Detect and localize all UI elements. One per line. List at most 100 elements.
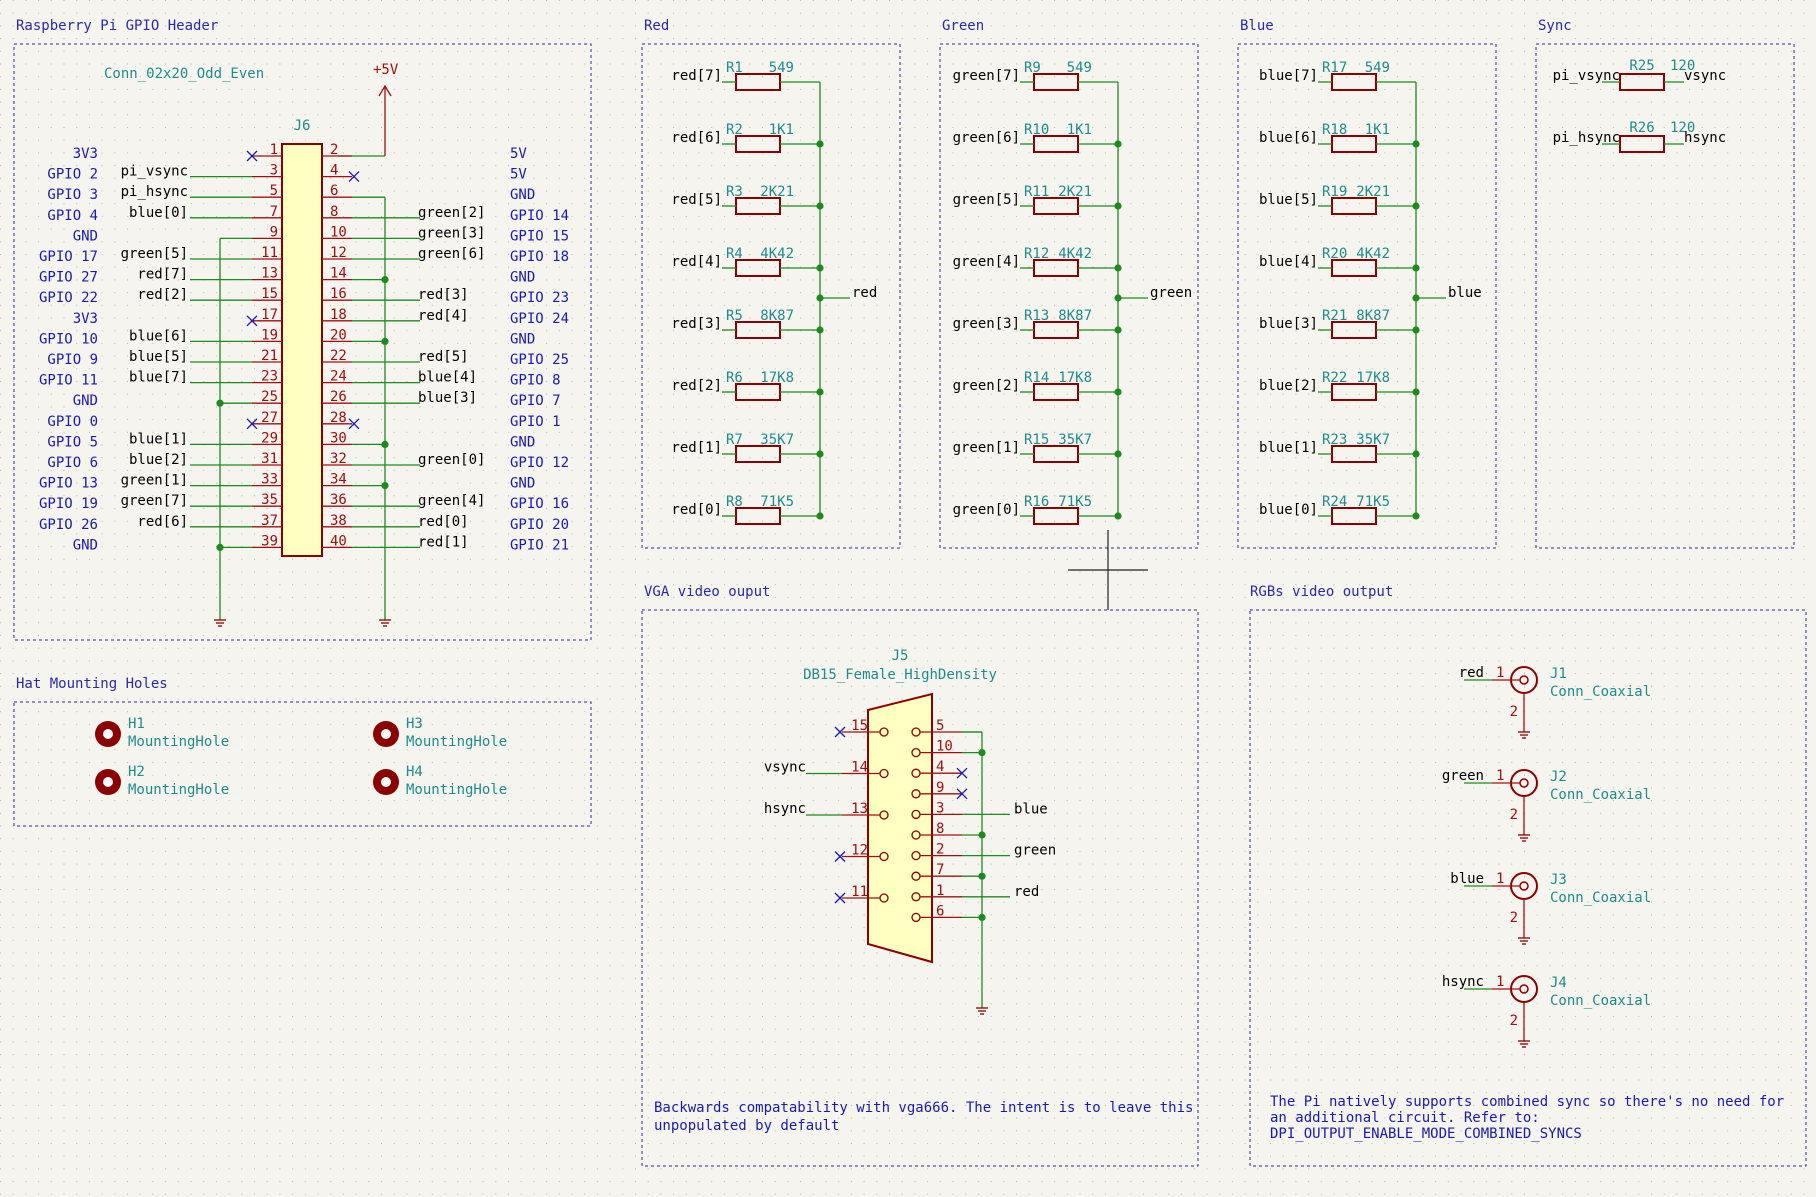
mounting-hole-center xyxy=(381,729,391,739)
gpio-label-right: GPIO 16 xyxy=(510,496,569,512)
header-net-label-right: red[4] xyxy=(418,308,469,324)
header-net-label-right: red[5] xyxy=(418,349,469,365)
holes-section-title: Hat Mounting Holes xyxy=(16,676,168,692)
red-section-title: Red xyxy=(644,18,669,34)
dac-resistor-value: 1K1 xyxy=(1365,122,1390,138)
no-connect-marker xyxy=(348,171,360,183)
vga-pin-number: 15 xyxy=(851,718,868,734)
coax-net-label: red xyxy=(1459,665,1484,681)
dac-resistor-ref: R6 xyxy=(726,370,743,386)
vga-note-line: Backwards compatability with vga666. The… xyxy=(654,1100,1193,1116)
dac-resistor-ref: R20 xyxy=(1322,246,1347,262)
header-net-label-right: green[3] xyxy=(418,225,485,241)
dac-input-label: blue[1] xyxy=(1259,440,1318,456)
blue-section-frame xyxy=(1237,43,1497,549)
header-pin-number: 9 xyxy=(270,224,278,240)
header-net-label-left: green[5] xyxy=(121,246,188,262)
vga-pin-number: 8 xyxy=(936,821,944,837)
vga-pin-number: 2 xyxy=(936,842,944,858)
sync-resistor-ref: R25 xyxy=(1629,58,1654,74)
header-pin-number: 24 xyxy=(330,369,347,385)
gpio-label-right: GPIO 14 xyxy=(510,208,569,224)
header-pin-number: 28 xyxy=(330,410,347,426)
coax-connector-ref: J1 xyxy=(1550,666,1567,682)
mounting-hole-center xyxy=(103,777,113,787)
header-pin-number: 20 xyxy=(330,327,347,343)
coax-pin-number: 1 xyxy=(1496,665,1504,681)
junction-dot xyxy=(1412,294,1420,302)
junction-dot xyxy=(381,337,389,345)
gpio-label-left: GPIO 22 xyxy=(39,290,98,306)
gpio-label-right: GPIO 15 xyxy=(510,228,569,244)
gpio-label-right: GPIO 24 xyxy=(510,311,569,327)
coax-connector-value: Conn_Coaxial xyxy=(1550,890,1651,906)
header-pin-number: 36 xyxy=(330,492,347,508)
header-pin-number: 15 xyxy=(261,286,278,302)
header-pin-number: 11 xyxy=(261,245,278,261)
dac-resistor-ref: R1 xyxy=(726,60,743,76)
vga-pin-number: 1 xyxy=(936,883,944,899)
dac-resistor-value: 549 xyxy=(1365,60,1390,76)
dac-input-label: green[7] xyxy=(953,68,1020,84)
coax-connector-value: Conn_Coaxial xyxy=(1550,993,1651,1009)
vga-section-title: VGA video ouput xyxy=(644,584,770,600)
sync-output-label: hsync xyxy=(1684,130,1726,146)
no-connect-marker xyxy=(834,726,846,738)
gpio-label-left: GPIO 11 xyxy=(39,373,98,389)
dac-resistor-ref: R9 xyxy=(1024,60,1041,76)
coax-net-label: hsync xyxy=(1442,974,1484,990)
vga-pin-number: 11 xyxy=(851,884,868,900)
dac-resistor-value: 71K5 xyxy=(1058,494,1092,510)
vga-section-frame xyxy=(641,609,1199,1167)
gpio-label-right: GPIO 18 xyxy=(510,249,569,265)
dac-input-label: green[1] xyxy=(953,440,1020,456)
gpio-label-left: GPIO 19 xyxy=(39,496,98,512)
dac-resistor-value: 1K1 xyxy=(769,122,794,138)
coax-net-label: green xyxy=(1442,768,1484,784)
junction-dot xyxy=(978,749,986,757)
vga-net-label: red xyxy=(1014,884,1039,900)
dac-resistor-value: 549 xyxy=(1067,60,1092,76)
header-pin-number: 8 xyxy=(330,204,338,220)
dac-input-label: red[6] xyxy=(671,130,722,146)
gpio-label-left: GND xyxy=(73,228,98,244)
header-net-label-right: green[0] xyxy=(418,452,485,468)
dac-resistor-ref: R23 xyxy=(1322,432,1347,448)
mounting-hole-ref: H1 xyxy=(128,716,145,732)
gpio-label-right: GPIO 12 xyxy=(510,455,569,471)
gpio-label-right: GPIO 23 xyxy=(510,290,569,306)
dac-input-label: green[6] xyxy=(953,130,1020,146)
red-section-frame xyxy=(641,43,901,549)
dac-resistor-ref: R13 xyxy=(1024,308,1049,324)
sync-resistor-ref: R26 xyxy=(1629,120,1654,136)
gpio-label-left: GPIO 17 xyxy=(39,249,98,265)
header-net-label-left: blue[2] xyxy=(129,452,188,468)
junction-dot xyxy=(381,482,389,490)
header-net-label-left: pi_vsync xyxy=(121,164,188,180)
gpio-label-right: GPIO 1 xyxy=(510,414,561,430)
dac-input-label: red[7] xyxy=(671,68,722,84)
coax-connector-value: Conn_Coaxial xyxy=(1550,787,1651,803)
rgbs-note-line: DPI_OUTPUT_ENABLE_MODE_COMBINED_SYNCS xyxy=(1270,1126,1582,1142)
dac-resistor-value: 1K1 xyxy=(1067,122,1092,138)
dac-resistor-ref: R4 xyxy=(726,246,743,262)
dac-resistor-value: 2K21 xyxy=(1058,184,1092,200)
sync-resistor-value: 120 xyxy=(1670,58,1695,74)
dac-resistor-value: 71K5 xyxy=(1356,494,1390,510)
no-connect-marker xyxy=(956,788,968,800)
junction-dot xyxy=(978,913,986,922)
header-net-label-right: green[2] xyxy=(418,205,485,221)
gpio-label-right: GPIO 8 xyxy=(510,373,561,389)
junction-dot xyxy=(216,399,224,407)
gpio-label-left: GPIO 26 xyxy=(39,517,98,533)
coax-pin-number: 2 xyxy=(1510,1013,1518,1029)
header-net-label-right: green[4] xyxy=(418,493,485,509)
dac-input-label: red[0] xyxy=(671,502,722,518)
rgbs-note-line: an additional circuit. Refer to: xyxy=(1270,1110,1540,1126)
dac-resistor-ref: R22 xyxy=(1322,370,1347,386)
dac-resistor-value: 8K87 xyxy=(1058,308,1092,324)
header-net-label-left: green[1] xyxy=(121,473,188,489)
dac-resistor-value: 35K7 xyxy=(1058,432,1092,448)
